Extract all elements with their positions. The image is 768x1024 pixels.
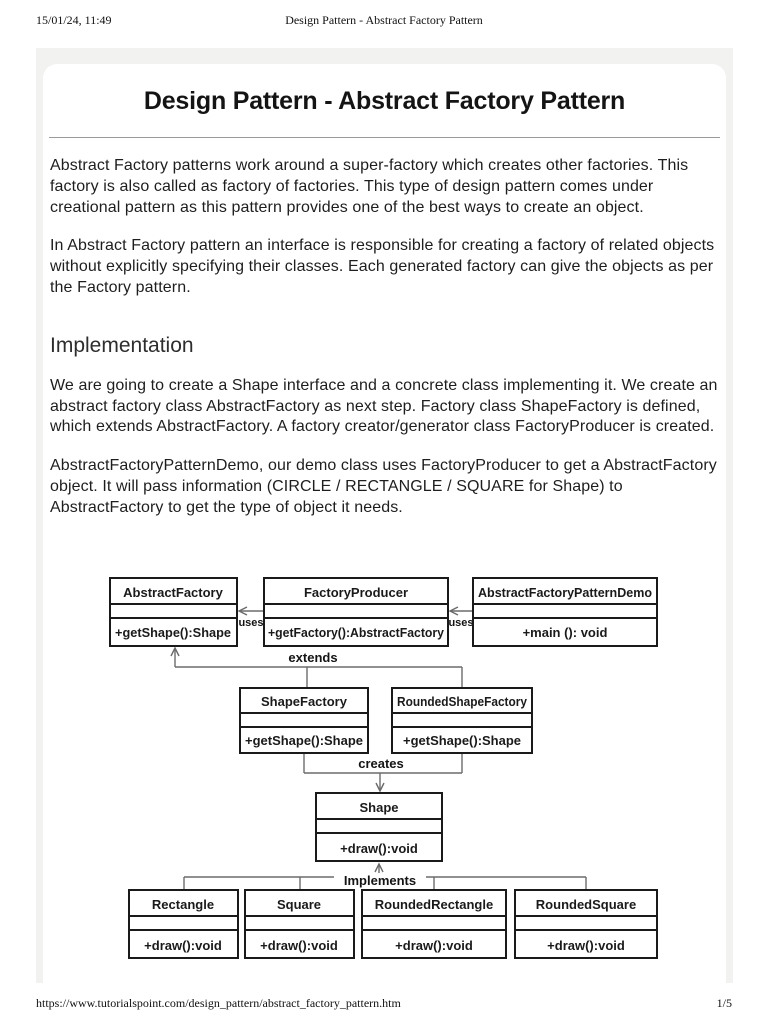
svg-text:AbstractFactoryPatternDemo: AbstractFactoryPatternDemo	[478, 585, 652, 600]
uml-class-diagram: uses uses extends creates Implements Abs…	[109, 577, 658, 959]
svg-text:+getShape():Shape: +getShape():Shape	[403, 733, 521, 748]
class-box-rectangle: Rectangle +draw():void	[128, 889, 239, 959]
implementation-paragraph-1: We are going to create a Shape interface…	[50, 376, 718, 436]
class-box-abstract-factory-pattern-demo: AbstractFactoryPatternDemo +main (): voi…	[472, 577, 658, 647]
svg-text:+getShape():Shape: +getShape():Shape	[245, 733, 363, 748]
svg-text:RoundedRectangle: RoundedRectangle	[375, 897, 493, 912]
svg-text:Square: Square	[277, 897, 321, 912]
svg-text:+draw():void: +draw():void	[144, 938, 222, 953]
svg-text:Rectangle: Rectangle	[152, 897, 214, 912]
print-footer-page-indicator: 1/5	[716, 996, 732, 1010]
intro-paragraph-2: In Abstract Factory pattern an interface…	[50, 237, 715, 296]
svg-text:FactoryProducer: FactoryProducer	[304, 585, 408, 600]
print-header-datetime: 15/01/24, 11:49	[36, 13, 112, 27]
class-box-rounded-shape-factory: RoundedShapeFactory +getShape():Shape	[391, 687, 533, 754]
svg-text:+draw():void: +draw():void	[340, 841, 418, 856]
print-footer-url: https://www.tutorialspoint.com/design_pa…	[36, 996, 401, 1010]
extends-label: extends	[288, 650, 337, 665]
class-box-abstract-factory: AbstractFactory +getShape():Shape	[109, 577, 238, 647]
implements-label-bg	[334, 872, 426, 889]
svg-text:AbstractFactory: AbstractFactory	[123, 585, 223, 600]
class-box-square: Square +draw():void	[244, 889, 355, 959]
uses-label-left: uses	[238, 617, 263, 629]
title-divider	[49, 137, 720, 138]
class-box-shape: Shape +draw():void	[315, 792, 443, 862]
section-heading-implementation: Implementation	[50, 333, 194, 357]
class-box-factory-producer: FactoryProducer +getFactory():AbstractFa…	[263, 577, 449, 647]
uml-connectors	[170, 606, 587, 890]
svg-text:RoundedSquare: RoundedSquare	[536, 897, 636, 912]
svg-text:ShapeFactory: ShapeFactory	[261, 694, 348, 709]
svg-text:+draw():void: +draw():void	[260, 938, 338, 953]
class-box-rounded-square: RoundedSquare +draw():void	[514, 889, 658, 959]
class-box-shape-factory: ShapeFactory +getShape():Shape	[239, 687, 369, 754]
intro-paragraph-1: Abstract Factory patterns work around a …	[50, 157, 689, 216]
page-title: Design Pattern - Abstract Factory Patter…	[143, 87, 626, 115]
svg-text:RoundedShapeFactory: RoundedShapeFactory	[397, 694, 528, 709]
print-header-title: Design Pattern - Abstract Factory Patter…	[285, 13, 483, 27]
svg-text:+draw():void: +draw():void	[395, 938, 473, 953]
content-background: Design Pattern - Abstract Factory Patter…	[36, 48, 733, 983]
class-box-rounded-rectangle: RoundedRectangle +draw():void	[361, 889, 507, 959]
svg-text:+getFactory():AbstractFactory: +getFactory():AbstractFactory	[268, 625, 445, 640]
svg-text:+getShape():Shape: +getShape():Shape	[115, 625, 231, 640]
svg-text:Shape: Shape	[359, 800, 398, 815]
implementation-paragraph-2: AbstractFactoryPatternDemo, our demo cla…	[50, 457, 717, 516]
implements-label: Implements	[344, 873, 416, 888]
svg-text:+main (): void: +main (): void	[523, 625, 608, 640]
svg-text:+draw():void: +draw():void	[547, 938, 625, 953]
uses-label-right: uses	[448, 617, 473, 629]
creates-label: creates	[358, 756, 404, 771]
